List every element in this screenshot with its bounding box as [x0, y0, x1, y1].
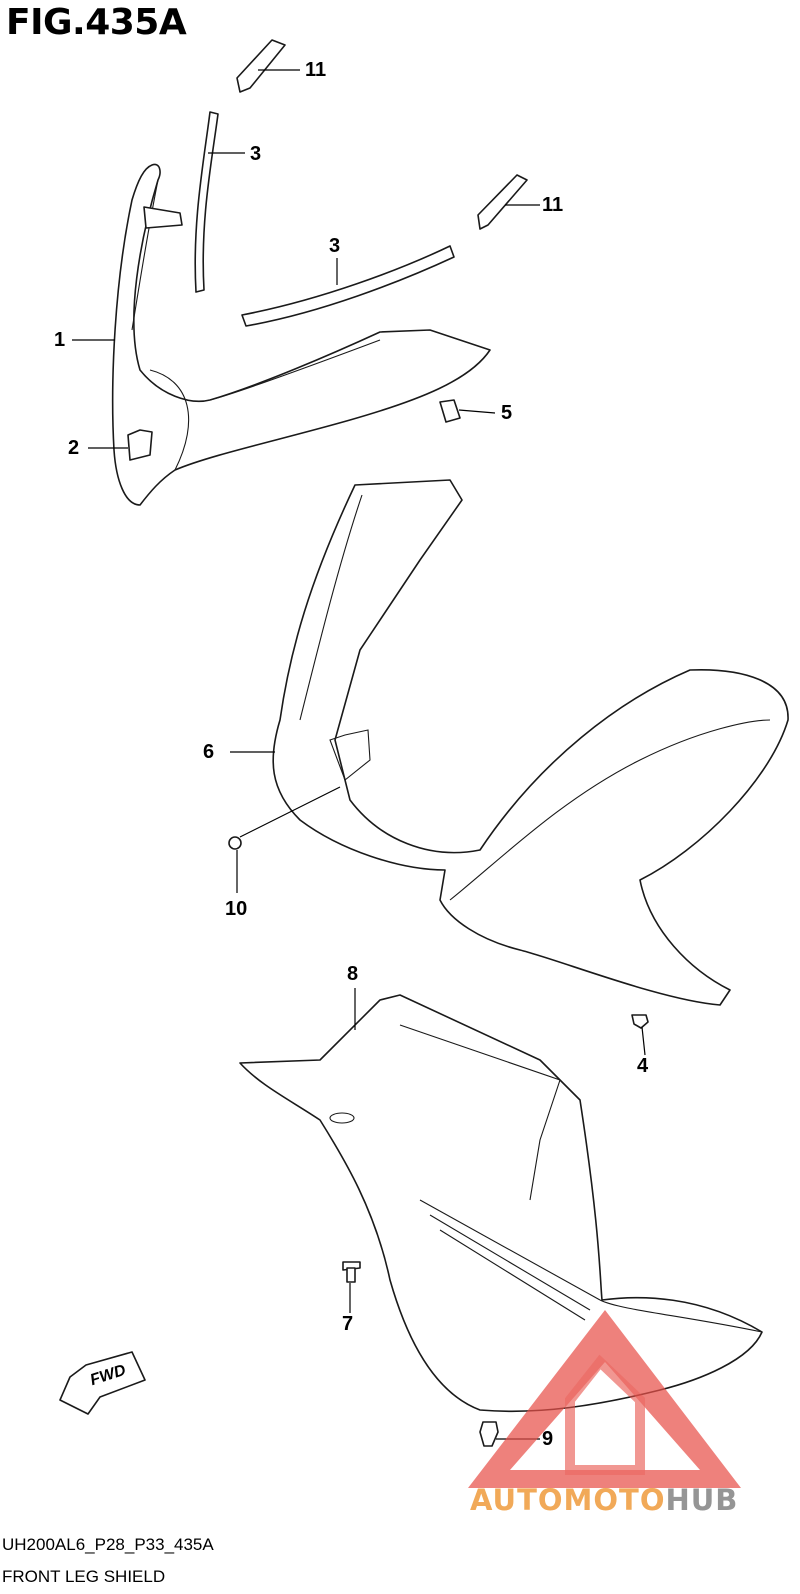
watermark-triangle-inner [565, 1354, 645, 1475]
part-7-screw [342, 1261, 361, 1283]
callout-11-upper: 11 [305, 59, 327, 81]
callout-5: 5 [501, 402, 513, 424]
part-11-right-strip [477, 174, 528, 230]
part-8-lower-leg-shield [239, 994, 763, 1413]
watermark-triangle [468, 1310, 741, 1488]
part-6-inner-leg-shield [272, 479, 789, 1006]
callout-3-vertical: 3 [250, 143, 262, 165]
part-3-vertical-molding [194, 111, 219, 293]
watermark-text: AUTOMOTOHUB [470, 1483, 738, 1517]
figure-caption: FRONT LEG SHIELD [2, 1567, 166, 1586]
part-9-fastener [479, 1421, 499, 1447]
watermark-text-prefix: AUTOMOTO [470, 1483, 666, 1517]
callout-6: 6 [203, 741, 215, 763]
callout-2: 2 [68, 437, 80, 459]
callout-8: 8 [347, 963, 359, 985]
part-4-fastener [631, 1014, 649, 1029]
part-11-upper-strip [236, 39, 286, 93]
callout-4: 4 [637, 1055, 649, 1077]
part-10-washer [228, 836, 242, 850]
callout-7: 7 [342, 1313, 354, 1335]
watermark-logo [468, 1310, 741, 1488]
part-3-horizontal-molding [241, 245, 455, 327]
callout-10: 10 [225, 898, 248, 920]
callout-1: 1 [54, 329, 66, 351]
part-1-front-cover [111, 163, 491, 506]
callout-9: 9 [542, 1428, 554, 1450]
callout-3-horizontal: 3 [329, 235, 341, 257]
fwd-arrow-icon [59, 1351, 146, 1415]
drawing-code: UH200AL6_P28_P33_435A [2, 1535, 214, 1554]
callout-11-right: 11 [542, 194, 564, 216]
figure-title: FIG.435A [6, 2, 187, 43]
leader-lines [72, 69, 646, 1440]
part-5-clip [439, 399, 461, 423]
watermark-text-suffix: HUB [665, 1483, 739, 1517]
